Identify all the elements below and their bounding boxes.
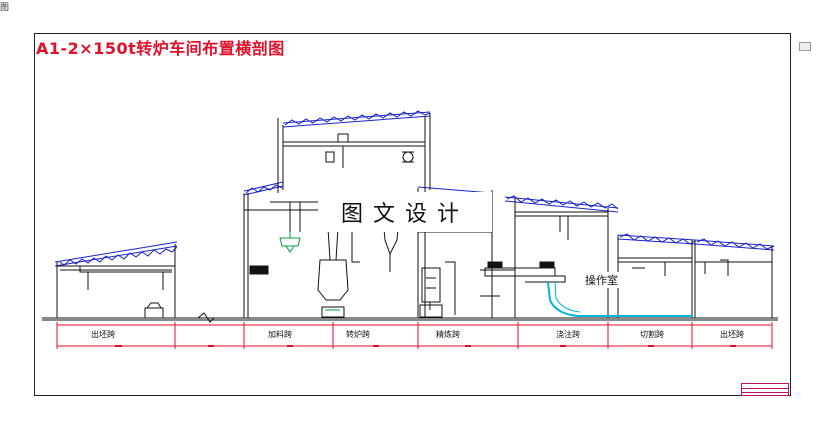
break-line [197, 312, 215, 323]
bay-label: 转炉跨 [346, 330, 370, 339]
bay-label: 出坯跨 [91, 330, 115, 339]
roof-trusses [54, 110, 775, 267]
title-block [741, 383, 789, 396]
ladle-turret [484, 267, 556, 277]
cutting-bay [617, 235, 693, 318]
charging-bay [243, 193, 318, 318]
bay-label: 浇注跨 [556, 330, 580, 339]
truss-charging [243, 181, 284, 196]
bay-label: 出坯跨 [720, 330, 744, 339]
bay-label: 加料跨 [268, 330, 292, 339]
left-bay [56, 244, 176, 318]
crane-charging [270, 201, 318, 232]
crane-converter [300, 133, 400, 168]
converter-vessel [317, 259, 349, 301]
watermark: 图文设计 [318, 192, 492, 232]
green-equipment [279, 232, 340, 311]
truss-converter [282, 111, 431, 128]
bay-label: 切割跨 [640, 330, 664, 339]
crane-left [79, 266, 172, 290]
cutting-rollers [632, 259, 746, 276]
operation-room-label: 操作室 [583, 272, 620, 288]
truss-casting [504, 196, 619, 213]
discharge-bay [694, 240, 773, 318]
page-icon[interactable] [799, 42, 811, 51]
truss-left [54, 241, 178, 267]
drawing-border [34, 33, 791, 396]
dimension-lines [56, 322, 773, 349]
casting-step [480, 269, 516, 318]
bay-label: 精炼跨 [436, 330, 460, 339]
drawing-title: A1-2×150t转炉车间布置横剖图 [36, 39, 285, 58]
casting-strand [547, 281, 692, 317]
casting-bay [514, 198, 609, 318]
corner-text: 图 [0, 3, 10, 13]
ground-line [42, 317, 778, 321]
